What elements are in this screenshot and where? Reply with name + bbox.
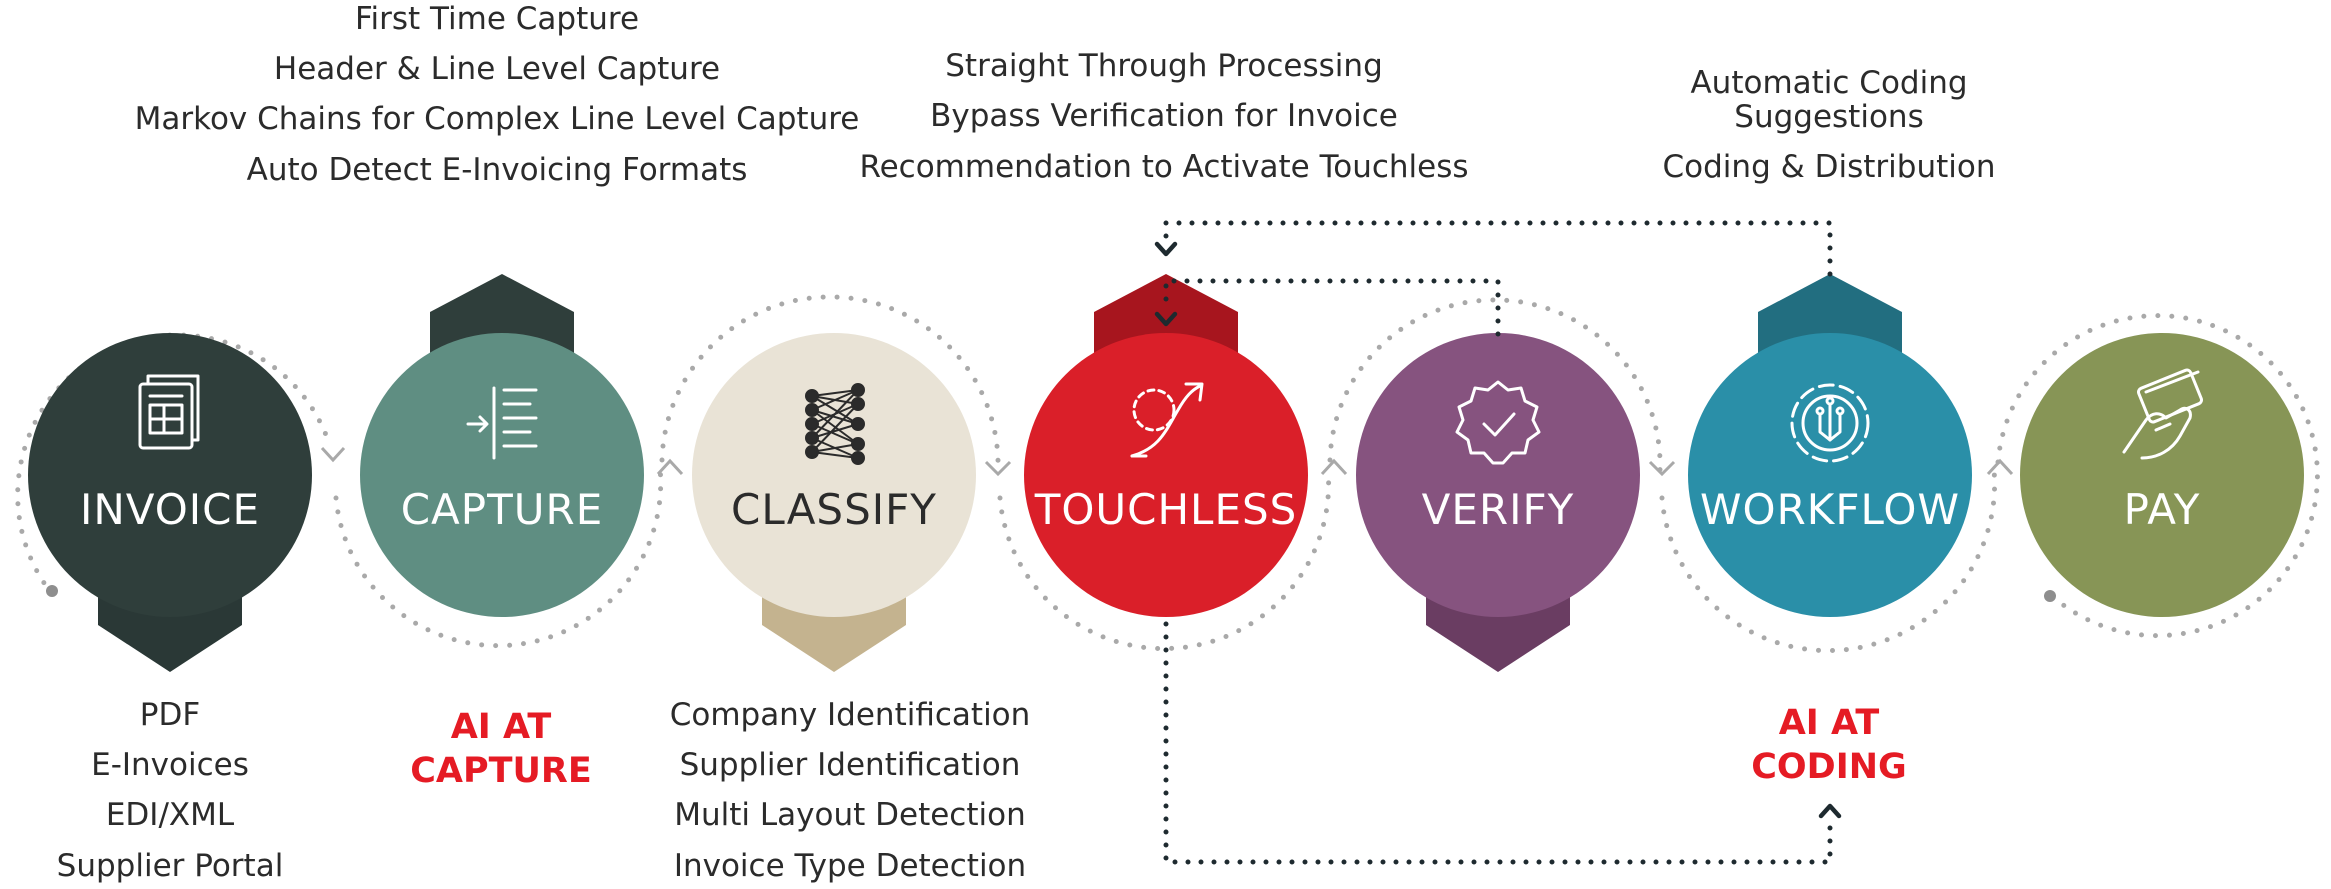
classify-features-caption: Company Identification Supplier Identifi… <box>670 697 1031 884</box>
stage-label-pay: PAY <box>2124 485 2201 534</box>
chevron-icon <box>656 458 684 476</box>
capture-features-caption: First Time Capture Header & Line Level C… <box>135 1 860 188</box>
flow-chevrons <box>320 446 2014 477</box>
caption-line: Bypass Verification for Invoice <box>930 98 1398 134</box>
workflow-features-caption: Automatic Coding Suggestions Coding & Di… <box>1663 65 1996 185</box>
neural-network-icon <box>805 383 865 465</box>
verified-badge-icon <box>1455 380 1541 465</box>
chevron-icon <box>984 460 1012 477</box>
caption-line: Markov Chains for Complex Line Level Cap… <box>135 101 860 137</box>
caption-line: Supplier Identification <box>680 747 1021 783</box>
workflow-to-touchless-connector <box>1163 220 1833 277</box>
arrow-down-icon <box>1154 311 1178 327</box>
caption-line: Automatic Coding <box>1690 65 1967 101</box>
stage-label-touchless: TOUCHLESS <box>1034 485 1298 534</box>
stage-label-verify: VERIFY <box>1422 485 1575 534</box>
caption-line: Auto Detect E-Invoicing Formats <box>247 152 748 188</box>
classify-circle <box>692 333 976 617</box>
touchless-to-coding-connector <box>1163 621 1833 865</box>
chevron-icon <box>1648 460 1676 477</box>
caption-line: Multi Layout Detection <box>674 797 1025 833</box>
chevron-icon <box>1986 458 2014 476</box>
caption-line: E-Invoices <box>91 747 249 783</box>
caption-line: Suggestions <box>1734 99 1923 135</box>
ring-start-dot <box>46 585 58 597</box>
document-icon <box>138 374 200 450</box>
connector-ring-capture <box>333 465 664 649</box>
caption-line: PDF <box>140 697 200 733</box>
caption-line: EDI/XML <box>106 797 235 833</box>
caption-line: Invoice Type Detection <box>674 848 1026 884</box>
capture-circle <box>360 333 644 617</box>
verify-to-touchless-connector <box>1163 278 1501 337</box>
caption-line: Company Identification <box>670 697 1031 733</box>
stage-label-classify: CLASSIFY <box>731 485 937 534</box>
feedback-connectors <box>1154 220 1842 865</box>
caption-line: AI AT <box>451 707 552 747</box>
chevron-icon <box>1320 458 1348 476</box>
connector-ring-classify <box>659 294 1001 473</box>
ring-end-dot <box>2044 590 2056 602</box>
touchless-circle <box>1024 333 1308 617</box>
touchless-arrow-icon <box>1130 382 1204 458</box>
caption-line: CODING <box>1751 747 1907 787</box>
arrow-up-icon <box>1818 803 1842 819</box>
caption-line: Supplier Portal <box>57 848 284 884</box>
ai-at-coding-caption: AI AT CODING <box>1751 703 1907 787</box>
ai-at-capture-caption: AI AT CAPTURE <box>410 707 592 791</box>
arrow-down-icon <box>1154 241 1178 257</box>
workflow-gear-icon <box>1790 383 1870 463</box>
verify-circle <box>1356 333 1640 617</box>
caption-line: Straight Through Processing <box>945 48 1383 84</box>
stage-label-workflow: WORKFLOW <box>1700 485 1960 534</box>
chevron-icon <box>320 446 346 463</box>
stage-label-invoice: INVOICE <box>80 485 260 534</box>
stage-labels: INVOICE CAPTURE CLASSIFY TOUCHLESS VERIF… <box>80 485 2201 534</box>
touchless-features-caption: Straight Through Processing Bypass Verif… <box>859 48 1468 185</box>
capture-lines-icon <box>466 386 538 460</box>
invoice-sources-caption: PDF E-Invoices EDI/XML Supplier Portal <box>57 697 284 884</box>
caption-line: Coding & Distribution <box>1663 149 1996 185</box>
caption-line: AI AT <box>1779 703 1880 743</box>
card-payment-icon <box>2122 368 2203 460</box>
caption-line: Recommendation to Activate Touchless <box>859 149 1468 185</box>
pay-circle <box>2020 333 2304 617</box>
caption-line: CAPTURE <box>410 751 592 791</box>
caption-line: First Time Capture <box>355 1 639 37</box>
stage-label-capture: CAPTURE <box>401 485 604 534</box>
workflow-circle <box>1688 333 1972 617</box>
caption-line: Header & Line Level Capture <box>274 51 720 87</box>
invoice-circle <box>28 333 312 617</box>
stage-circles <box>28 333 2304 617</box>
